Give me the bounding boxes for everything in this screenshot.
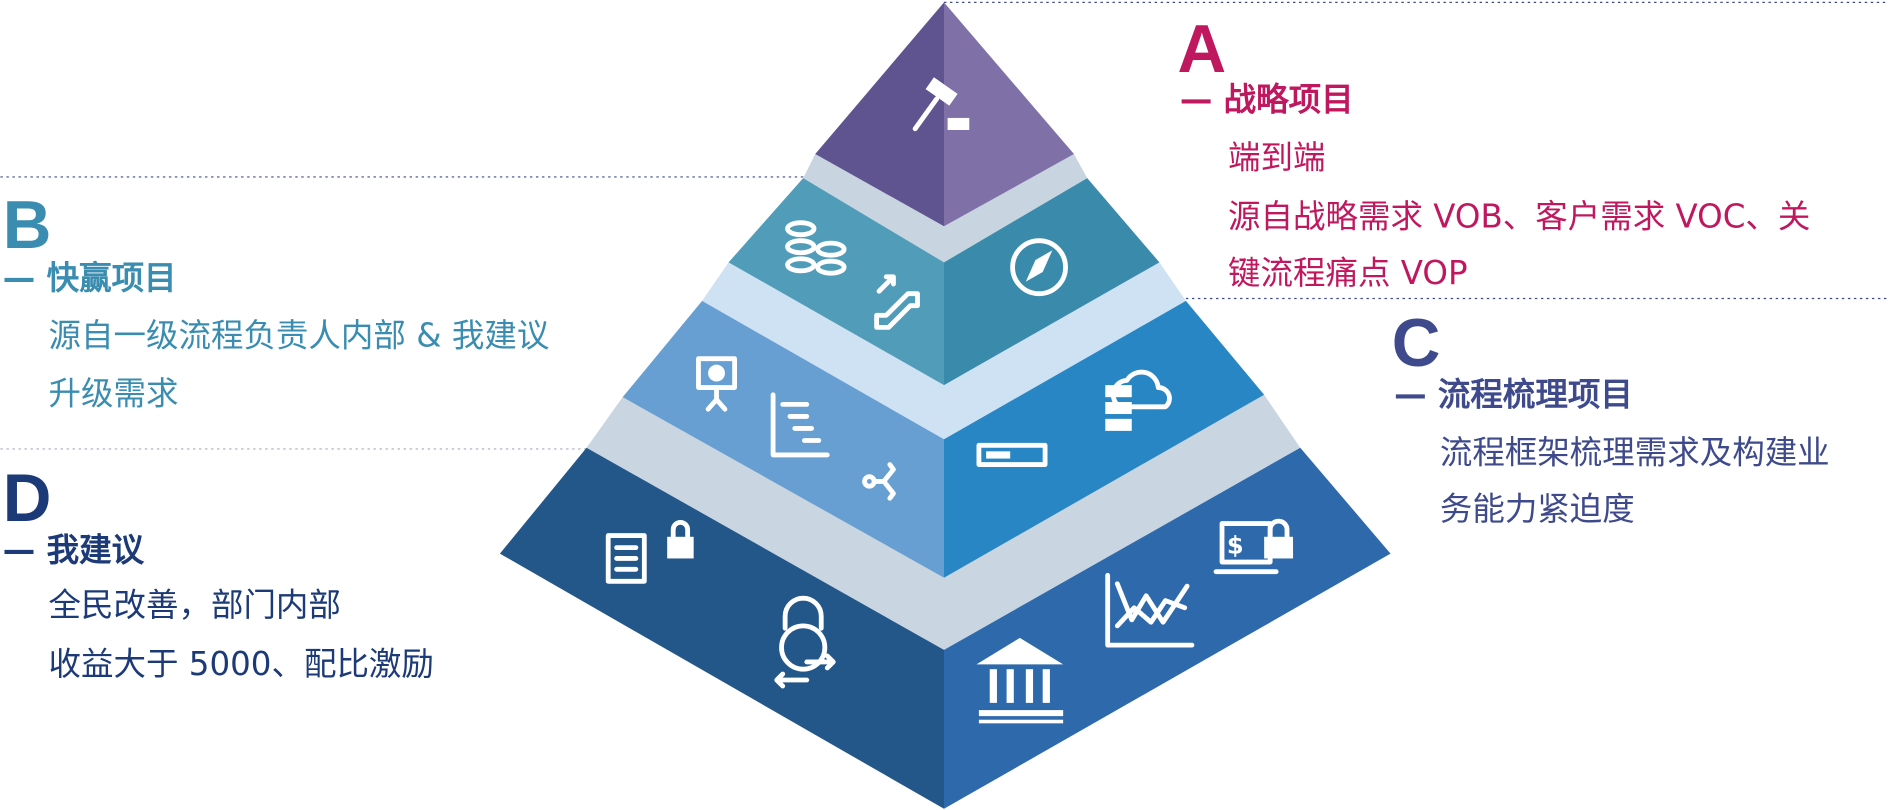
tier-a-left (815, 2, 944, 227)
band-2 (702, 262, 1186, 440)
section-b: B — 快赢项目 源自一级流程负责人内部 & 我建议 升级需求 (3, 188, 550, 412)
band-1 (803, 154, 1088, 263)
section-title-c: — 流程梳理项目 (1394, 376, 1633, 414)
progress-bar-icon (976, 442, 1048, 467)
section-line-b-2: 升级需求 (49, 374, 179, 412)
section-c: C — 流程梳理项目 流程框架梳理需求及构建业 务能力紧迫度 (1392, 306, 1830, 528)
band-3 (586, 394, 1301, 650)
tier-b-left (728, 178, 944, 386)
section-letter-a: A (1177, 12, 1226, 87)
guide-lines (0, 1, 1888, 450)
section-line-c-1: 流程框架梳理需求及构建业 (1440, 433, 1830, 471)
section-letter-c: C (1392, 306, 1441, 381)
section-line-a-2: 源自战略需求 VOB、客户需求 VOC、关 (1228, 197, 1810, 235)
tier-b-right (944, 178, 1160, 386)
tier-d-left (499, 447, 944, 809)
section-letter-b: B (3, 188, 52, 263)
escalator-icon (874, 274, 920, 330)
lock-exchange-icon (774, 595, 836, 689)
section-title-d: — 我建议 (3, 531, 145, 569)
document-lock-icon (605, 520, 694, 584)
section-title-a: — 战略项目 (1180, 81, 1354, 119)
section-line-a-3: 键流程痛点 VOP (1228, 254, 1468, 292)
section-letter-d: D (3, 461, 52, 536)
presentation-icon (696, 356, 737, 412)
bank-icon (976, 637, 1064, 724)
gantt-icon (770, 392, 830, 458)
section-line-a-1: 端到端 (1228, 138, 1325, 176)
section-d: D — 我建议 全民改善，部门内部 收益大于 5000、配比激励 (3, 461, 434, 683)
share-icon (862, 462, 896, 501)
laptop-dollar-lock-icon: $ (1213, 518, 1294, 575)
cloud-server-icon (1105, 369, 1172, 431)
compass-icon (1010, 238, 1068, 297)
svg-text:$: $ (1227, 532, 1244, 560)
section-line-d-2: 收益大于 5000、配比激励 (49, 645, 434, 683)
section-a: A — 战略项目 端到端 源自战略需求 VOB、客户需求 VOC、关 键流程痛点… (1177, 12, 1810, 292)
tier-c-left (622, 300, 944, 578)
tier-a-right (944, 2, 1074, 227)
coins-icon (785, 220, 847, 276)
gavel-icon (912, 77, 970, 132)
section-title-b: — 快赢项目 (3, 259, 177, 297)
section-line-c-2: 务能力紧迫度 (1440, 490, 1635, 528)
line-chart-icon (1105, 572, 1195, 648)
section-line-d-1: 全民改善，部门内部 (49, 586, 341, 624)
section-line-b-1: 源自一级流程负责人内部 & 我建议 (49, 317, 550, 355)
tier-c-right (944, 300, 1265, 578)
